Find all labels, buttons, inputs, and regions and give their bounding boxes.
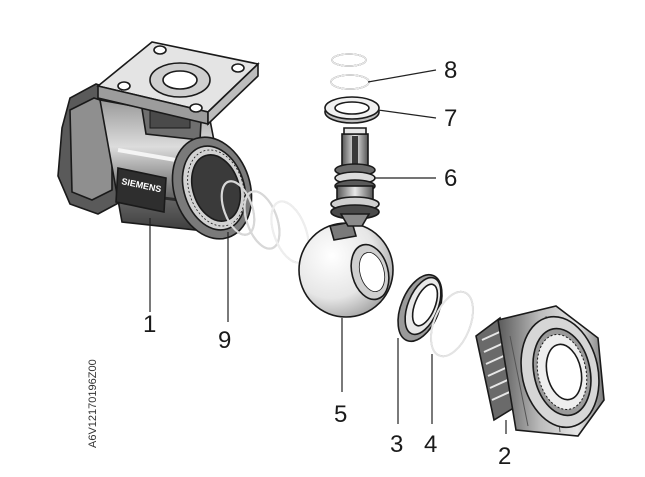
leader-lines	[149, 69, 507, 434]
callout-2: 2	[498, 443, 511, 470]
ball	[298, 221, 394, 318]
callouts: 1 2 3 4 5 6 7 8 9	[143, 57, 511, 470]
seal-rings-9	[220, 180, 310, 264]
callout-8: 8	[444, 57, 457, 84]
callout-4: 4	[424, 431, 437, 458]
callout-3: 3	[390, 431, 403, 458]
mounting-flange	[96, 41, 260, 126]
stem	[330, 127, 380, 227]
seat-ring-3	[397, 273, 443, 343]
callout-5: 5	[334, 401, 347, 428]
callout-1: 1	[143, 311, 156, 338]
callout-6: 6	[444, 165, 457, 192]
union-nut	[475, 305, 605, 437]
callout-7: 7	[444, 105, 457, 132]
gland-ring-7	[324, 96, 380, 124]
callout-9: 9	[218, 327, 231, 354]
document-id: A6V12170196Z00	[87, 359, 99, 448]
o-ring-4	[430, 290, 474, 358]
o-rings-8	[330, 53, 370, 90]
